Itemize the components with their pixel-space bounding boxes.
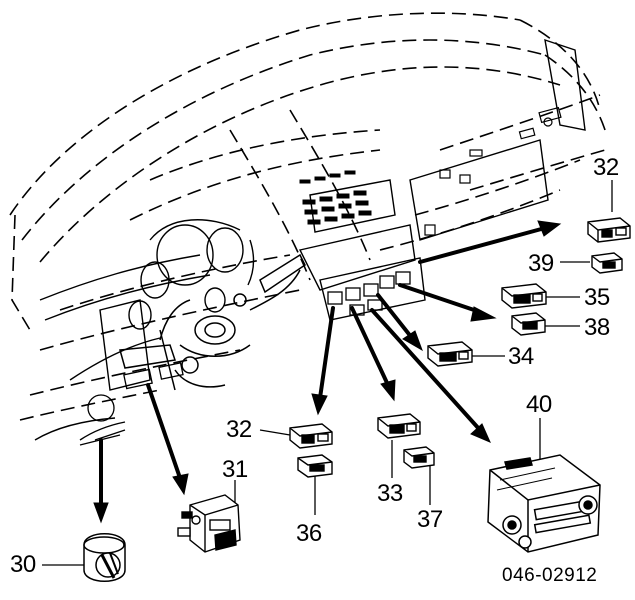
- part-33-switch: [377, 413, 421, 439]
- callout-31: 31: [222, 456, 248, 483]
- steering-column: [119, 253, 306, 391]
- dashboard-outline: [9, 12, 606, 421]
- diagram-reference-code: 046-02912: [502, 565, 598, 586]
- callout-33: 33: [377, 480, 403, 507]
- center-switch-bank: [327, 271, 411, 316]
- part-36-switch: [297, 454, 333, 478]
- part-37-switch: [403, 446, 435, 469]
- passenger-vent: [424, 106, 562, 236]
- part-30-knob: [83, 533, 126, 582]
- callout-32-lower: 32: [226, 416, 252, 443]
- left-lower-panel: [79, 362, 184, 446]
- leader-arrows: [93, 220, 562, 524]
- part-39-switch: [591, 252, 623, 274]
- callout-30: 30: [10, 551, 36, 578]
- callout-39: 39: [528, 250, 554, 277]
- part-32-switch-lower: [289, 423, 333, 449]
- center-air-vents: [299, 170, 372, 225]
- part-38-switch: [511, 312, 546, 336]
- part-40-climate-control-panel: [487, 454, 601, 553]
- callout-32-upper: 32: [593, 154, 619, 181]
- callout-35: 35: [584, 284, 610, 311]
- callout-34: 34: [508, 343, 534, 370]
- callout-leaders: [42, 180, 613, 566]
- part-35-switch: [501, 283, 547, 309]
- instrument-cluster: [128, 219, 255, 330]
- callout-38: 38: [584, 314, 610, 341]
- part-32-switch-upper: [587, 217, 631, 243]
- callout-40: 40: [526, 391, 552, 418]
- callout-36: 36: [296, 520, 322, 547]
- part-31-switch-assembly: [177, 494, 241, 553]
- part-34-switch: [427, 341, 473, 367]
- callout-37: 37: [417, 506, 443, 533]
